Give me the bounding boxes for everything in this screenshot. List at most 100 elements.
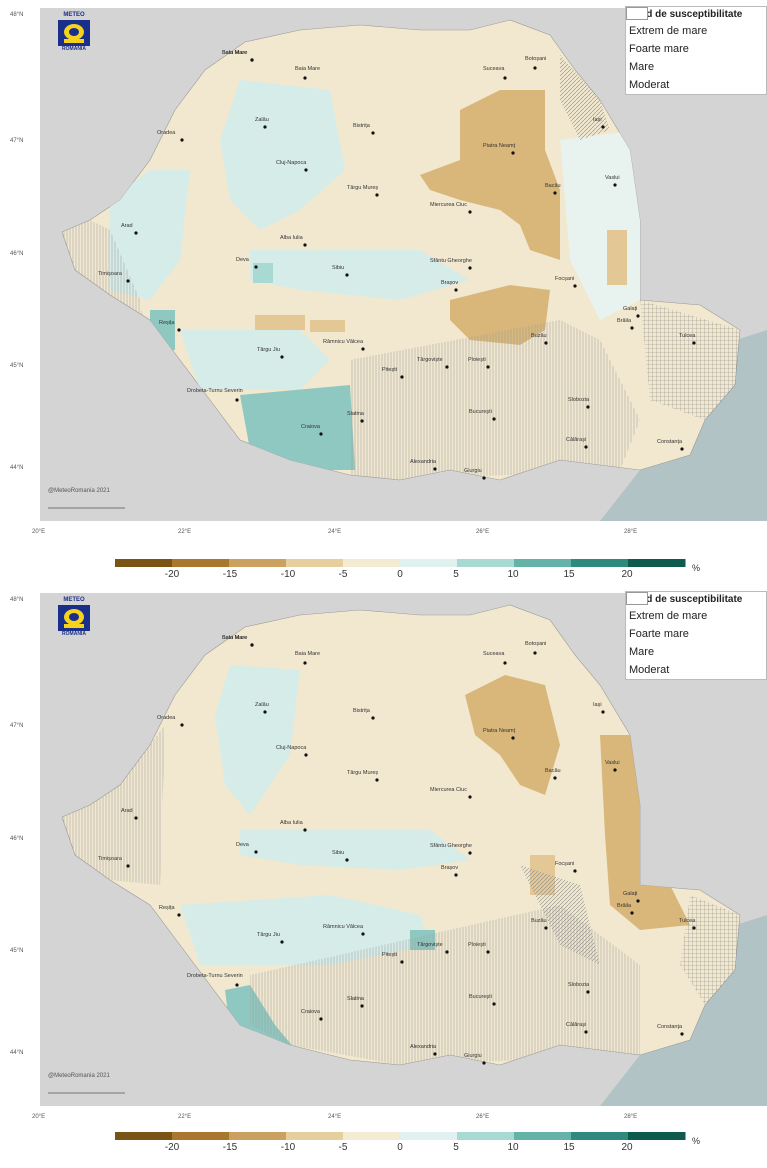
hatch-south-vertical: [350, 320, 640, 480]
city-marker: [303, 243, 307, 247]
colorbar-segment: [343, 559, 401, 567]
city-marker: [503, 661, 507, 665]
city-marker: [304, 168, 308, 172]
city-marker: [319, 432, 323, 436]
teal-zone-south: [180, 895, 430, 965]
city-label: Alexandria: [410, 459, 437, 465]
city-marker: [630, 326, 634, 330]
legend-title: Grad de susceptibilitate: [629, 9, 743, 20]
colorbar-2: % -20 -15 -10 -5 0 5 10 15 20: [0, 1128, 767, 1168]
colorbar-tick: 5: [453, 569, 459, 580]
city-marker: [180, 138, 184, 142]
city-marker: [486, 950, 490, 954]
city-label: Suceava: [483, 66, 505, 72]
city-label: Târgu Jiu: [257, 932, 280, 938]
city-label: Cluj-Napoca: [276, 745, 307, 751]
city-label: Oradea: [157, 715, 176, 721]
credit-text: @MeteoRomania 2021: [48, 488, 110, 494]
city-label: Focșani: [555, 861, 574, 867]
city-label: Miercurea Ciuc: [430, 202, 467, 208]
city-marker: [584, 445, 588, 449]
city-label: Târgoviște: [417, 942, 443, 948]
city-marker: [134, 816, 138, 820]
city-label: Galați: [623, 891, 637, 897]
city-marker: [486, 365, 490, 369]
logo-emblem: [58, 20, 90, 46]
city-label: Craiova: [301, 1009, 321, 1015]
city-marker: [280, 940, 284, 944]
lat-label: 44°N: [10, 465, 23, 471]
colorbar-unit: %: [692, 563, 701, 573]
city-marker: [511, 736, 515, 740]
city-label: Reșița: [159, 320, 176, 326]
legend-item-extrem: Extrem de mare: [626, 592, 766, 625]
lon-label: 28°E: [624, 1114, 637, 1120]
city-label: Satu Mare: [222, 50, 247, 56]
city-marker: [400, 375, 404, 379]
city-label: Călărași: [566, 437, 586, 443]
city-label: Buzău: [531, 918, 547, 924]
teal-zone-south: [180, 330, 330, 390]
city-marker: [263, 710, 267, 714]
city-marker: [468, 795, 472, 799]
lon-label: 22°E: [178, 529, 191, 535]
city-marker: [544, 926, 548, 930]
city-label: Iași: [593, 702, 602, 708]
city-marker: [400, 960, 404, 964]
lon-label: 26°E: [476, 1114, 489, 1120]
city-marker: [511, 151, 515, 155]
colorbar-strip: [115, 559, 686, 567]
legend-label: Moderat: [629, 664, 670, 676]
teal-zone-oltenia: [240, 385, 355, 470]
lon-label: 24°E: [328, 1114, 341, 1120]
legend-label: Extrem de mare: [629, 610, 708, 622]
lat-label: 45°N: [10, 363, 23, 369]
city-marker: [601, 125, 605, 129]
city-marker: [692, 926, 696, 930]
city-label: Reșița: [159, 905, 176, 911]
city-label: Sibiu: [332, 265, 344, 271]
colorbar-tick: 15: [563, 1142, 575, 1153]
colorbar-1: % -20 -15 -10 -5 0 5 10 15 20: [0, 555, 767, 595]
city-label: Deva: [236, 257, 250, 263]
city-marker: [180, 723, 184, 727]
city-label: Giurgiu: [464, 1053, 482, 1059]
colorbar-segment: [115, 559, 173, 567]
city-label: Slobozia: [568, 397, 590, 403]
city-marker: [468, 266, 472, 270]
city-label: Piatra Neamț: [483, 728, 516, 734]
colorbar-tick: -15: [222, 1142, 238, 1153]
legend-item-foarte-mare: Foarte mare: [626, 7, 766, 58]
city-label: Sibiu: [332, 850, 344, 856]
colorbar-segment: [400, 559, 458, 567]
city-label: Alba Iulia: [280, 235, 304, 241]
colorbar-tick: 0: [397, 1142, 403, 1153]
legend-item-mare: Mare: [626, 7, 766, 76]
city-label: Baia Mare: [295, 651, 320, 657]
meteo-logo: METEO ROMANIA: [50, 12, 98, 54]
lat-label: 48°N: [10, 597, 23, 603]
lat-label: 46°N: [10, 251, 23, 257]
map-panel-2: 48°N 47°N 46°N 45°N 44°N 20°E 22°E 24°E …: [0, 585, 767, 1130]
city-label: Tulcea: [679, 333, 696, 339]
city-label: Zalău: [255, 702, 269, 708]
city-label: Ploiești: [468, 942, 486, 948]
teal-zone-center: [250, 250, 470, 300]
city-marker: [235, 983, 239, 987]
city-marker: [250, 643, 254, 647]
city-marker: [303, 828, 307, 832]
logo-bottom-text: ROMANIA: [62, 631, 86, 637]
teal-zone-center: [240, 830, 470, 870]
city-label: Brăila: [617, 903, 632, 909]
colorbar-tick: -10: [280, 1142, 296, 1153]
colorbar-tick: 20: [621, 569, 633, 580]
city-label: Târgu Mureș: [347, 185, 378, 191]
city-label: Brăila: [617, 318, 632, 324]
city-marker: [433, 1052, 437, 1056]
lat-label: 47°N: [10, 723, 23, 729]
city-marker: [445, 950, 449, 954]
city-label: Iași: [593, 117, 602, 123]
city-label: Buzău: [531, 333, 547, 339]
legend-label: Foarte mare: [629, 628, 689, 640]
lat-label: 45°N: [10, 948, 23, 954]
